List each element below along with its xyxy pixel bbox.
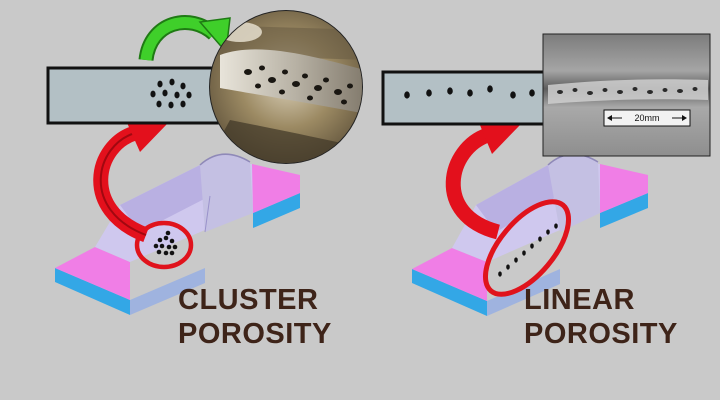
cluster-porosity-label: CLUSTER POROSITY [178,283,332,351]
linear-pores-in-bead [498,223,558,277]
left-plate-top [55,247,130,300]
bead-end-face [130,268,205,315]
linear-section-bar [381,70,555,126]
linear-pores-in-section [404,85,535,99]
cluster-pores-in-section [150,78,192,109]
linear-weld-block [412,153,648,316]
cluster-label-line1: CLUSTER [178,284,319,316]
weld-groove-shadow [120,165,210,232]
left-plate-front [55,268,130,315]
linear-highlight-ellipse [482,199,572,297]
left-plate-front-linear [412,269,487,316]
linear-weld-photo: 20mm [542,33,711,157]
weld-bead-cap [200,154,253,232]
left-plate-top-linear [412,248,487,301]
linear-porosity-label: LINEAR POROSITY [524,283,678,351]
right-plate-side-linear [600,193,648,228]
cluster-weld-photo [209,10,363,164]
linear-label-line1: LINEAR [524,284,635,316]
cluster-pores-in-bead [153,230,178,256]
curved-arrow-red-icon [93,116,168,243]
weld-bead-cap-linear [548,154,600,232]
cluster-highlight-circle [134,220,194,270]
bead-end-face-linear [487,269,560,316]
cluster-label-line2: POROSITY [178,318,332,350]
scale-bar-label: 20mm [634,113,659,123]
right-plate-side [253,193,300,228]
curved-arrow-red-icon [445,118,520,240]
linear-label-line2: POROSITY [524,318,678,350]
scale-bar-box [603,109,691,127]
